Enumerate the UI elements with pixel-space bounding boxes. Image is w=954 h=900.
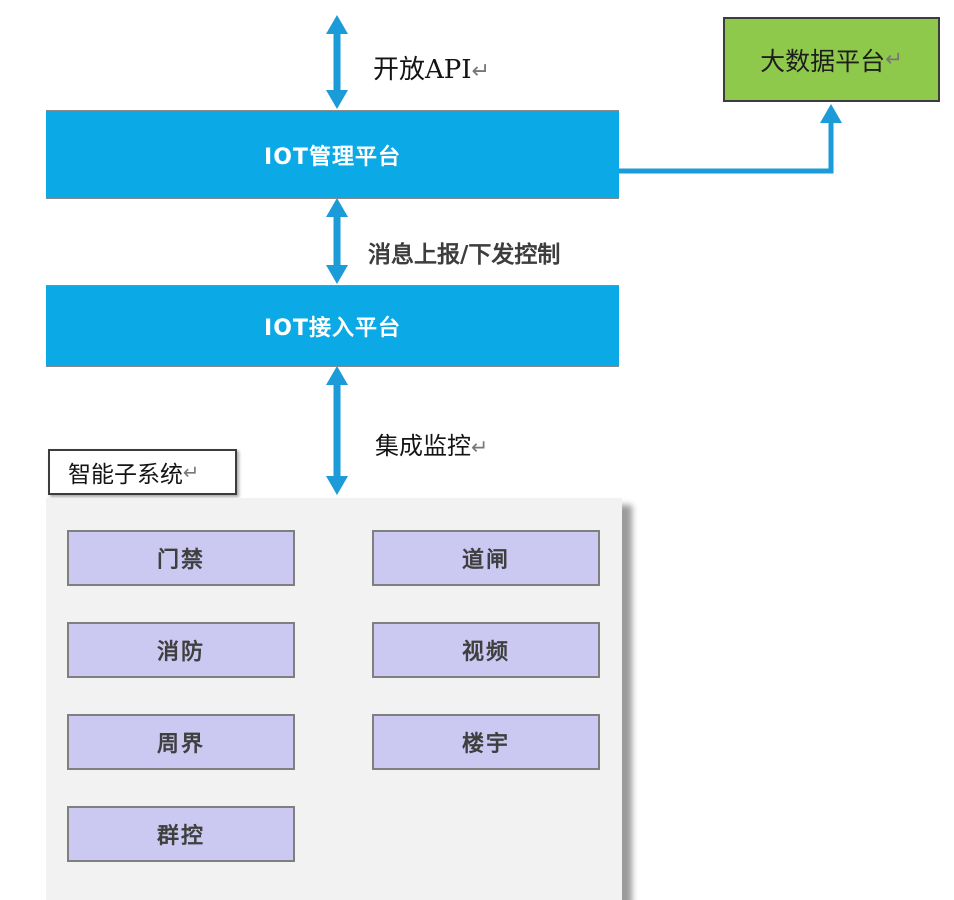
- subsystem-box-4: 周界: [67, 714, 295, 770]
- message-double-arrow: [326, 198, 348, 284]
- message-edge-label: 消息上报/下发控制: [368, 235, 560, 269]
- subsystem-box-5: 楼宇: [372, 714, 600, 770]
- monitor-double-arrow: [326, 366, 348, 495]
- return-mark-icon: ↵: [471, 435, 489, 459]
- subsystem-box-label: 楼宇: [461, 732, 510, 757]
- monitor-edge-label: 集成监控↵: [375, 426, 488, 461]
- subsystem-box-1: 道闸: [372, 530, 600, 586]
- iot-management-platform-node: IOT管理平台: [46, 110, 619, 199]
- return-mark-icon: ↵: [471, 58, 491, 84]
- subsystem-box-label: 道闸: [461, 548, 510, 573]
- iot-access-platform-label: IOT接入平台: [264, 316, 401, 341]
- subsystem-title-label: 智能子系统: [68, 462, 183, 488]
- monitor-text: 集成监控: [375, 432, 471, 460]
- subsystem-box-label: 视频: [461, 640, 510, 665]
- big-data-platform-label: 大数据平台: [760, 46, 886, 76]
- subsystem-title-box: 智能子系统↵: [48, 449, 237, 495]
- open-api-text: 开放API: [373, 55, 472, 85]
- subsystem-box-2: 消防: [67, 622, 295, 678]
- subsystem-box-label: 消防: [156, 640, 205, 665]
- open-api-edge-label: 开放API↵: [373, 49, 490, 86]
- open-api-double-arrow: [326, 15, 348, 109]
- iot-management-platform-label: IOT管理平台: [264, 144, 401, 170]
- subsystem-box-0: 门禁: [67, 530, 295, 586]
- subsystem-box-label: 周界: [156, 732, 205, 757]
- subsystem-container: 门禁 道闸消防 视频周界 楼宇群控: [46, 498, 622, 900]
- subsystem-box-label: 门禁: [156, 548, 205, 573]
- subsystem-box-6: 群控: [67, 806, 295, 862]
- bigdata-elbow-arrow: [619, 104, 842, 174]
- message-text: 消息上报/下发控制: [368, 242, 561, 268]
- big-data-platform-node: 大数据平台↵: [723, 17, 940, 102]
- subsystem-box-3: 视频: [372, 622, 600, 678]
- return-mark-icon: ↵: [885, 47, 903, 72]
- subsystem-box-label: 群控: [156, 824, 205, 849]
- return-mark-icon: ↵: [183, 460, 200, 484]
- iot-access-platform-node: IOT接入平台: [46, 285, 619, 367]
